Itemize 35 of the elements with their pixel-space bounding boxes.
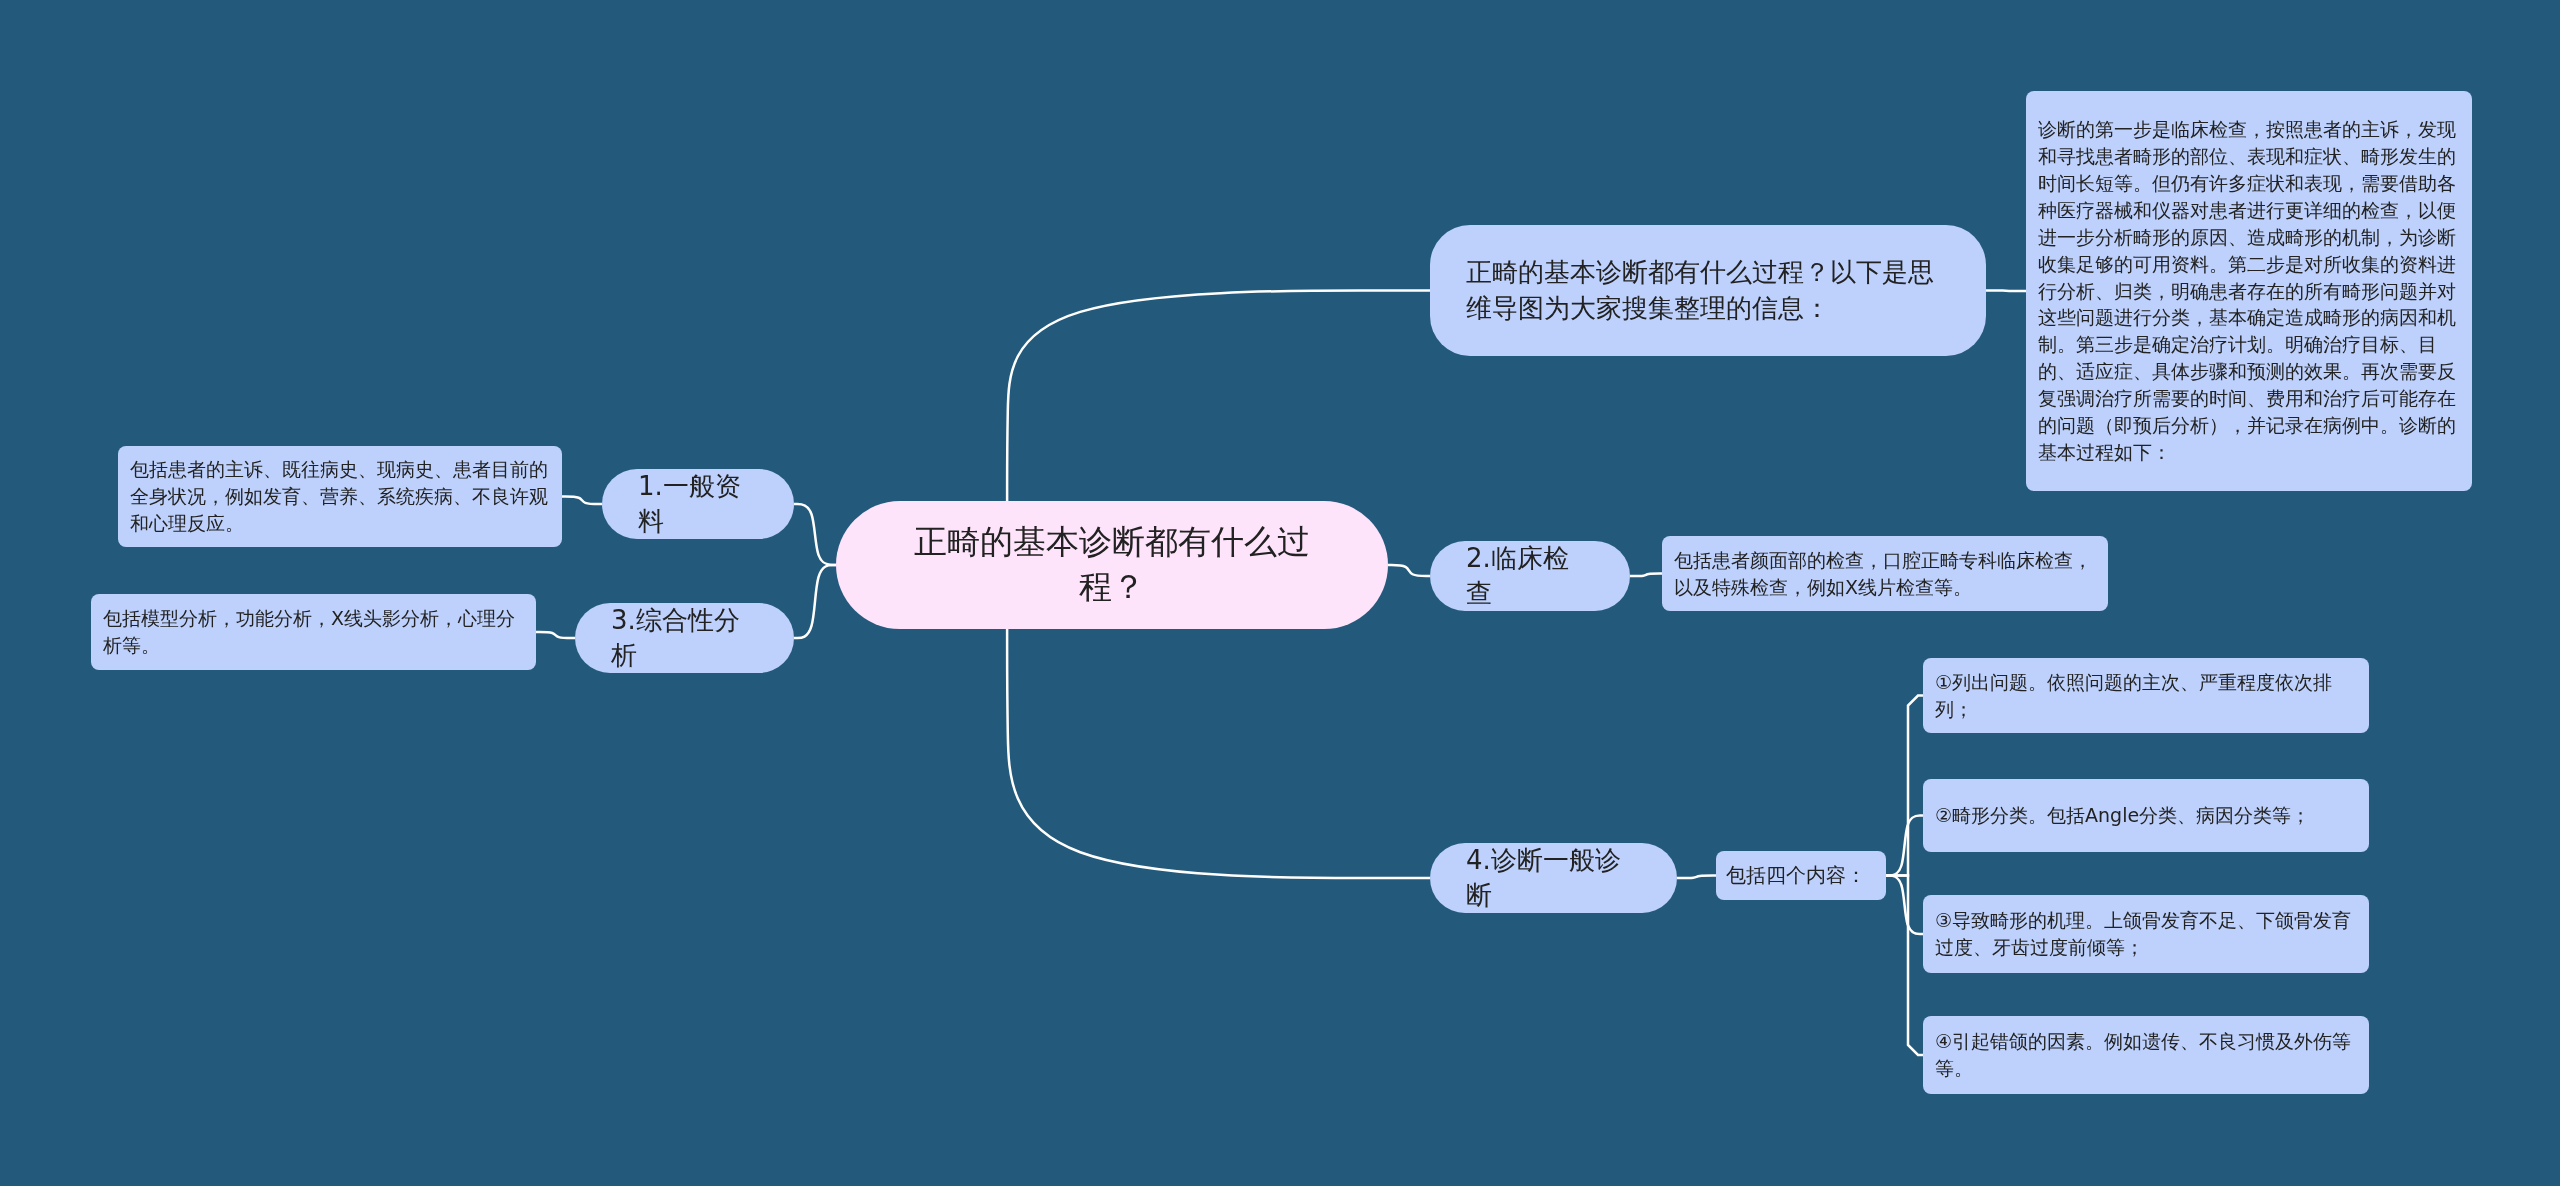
connector-line: [1005, 629, 1430, 880]
topic-text: 包括四个内容：: [1726, 862, 1866, 889]
topic-text: 4.诊断一般诊断: [1466, 844, 1622, 913]
topic-text: 3.综合性分析: [611, 604, 741, 673]
connector-line: [1986, 289, 2026, 293]
note-text: 包括患者的主诉、既往病史、现病史、患者目前的全身状况，例如发育、营养、系统疾病、不良许观和心理反应。: [130, 457, 549, 536]
note-text: ③导致畸形的机理。上颌骨发育不足、下颌骨发育过度、牙齿过度前倾等；: [1935, 908, 2353, 960]
topic-text: 正畸的基本诊断都有什么过程？以下是思维导图为大家搜集整理的信息：: [1466, 256, 1935, 325]
connector-line: [1630, 572, 1662, 578]
topic-text: 正畸的基本诊断都有什么过程？: [913, 521, 1311, 608]
connector-line: [536, 630, 575, 640]
connector-line: [562, 495, 602, 506]
note-card: [2026, 91, 2472, 491]
note-card: [1662, 536, 2108, 611]
note-text: ④引起错颌的因素。例如遗传、不良习惯及外伤等等。: [1935, 1029, 2353, 1081]
note-text: 包括模型分析，功能分析，X线头影分析，心理分析等。: [103, 606, 517, 658]
note-card: [1923, 658, 2369, 733]
note-card: [1923, 779, 2369, 852]
note-card: [1923, 895, 2369, 973]
topic-text: 2.临床检查: [1466, 542, 1570, 611]
connector-line: [1388, 563, 1430, 578]
connector-line: [1677, 874, 1716, 880]
branch-topic: [1430, 225, 1986, 356]
note-card: [1923, 1016, 2369, 1094]
topic-text: 1.一般资料: [638, 470, 742, 539]
connector-line: [794, 563, 836, 640]
connector-line: [1886, 874, 1923, 1057]
note-text: ②畸形分类。包括Angle分类、病因分类等；: [1935, 803, 2311, 828]
note-text: 诊断的第一步是临床检查，按照患者的主诉，发现和寻找患者畸形的部位、表现和症状、畸形发生的时间长短等。但仍有许多症状和表现，需要借助各种医疗器械和仪器对患者进行更详细的检查，以便进一步分析畸形的原因、造成畸形的机制，为诊断收集足够的可用资料。第二步是对所收集的资料进行分析、归类，明确患者存在的所有畸形问题并对这些问题进行分类，基本确定造成畸形的病因和机制。第三步是确定治疗计划。明确治疗目标、目的、适应症、具体步骤和预测的效果。再次需要反复强调治疗所需要的时间、费用和治疗后可能存在的问题（即预后分析），并记录在病例中。诊断的基本过程如下：: [2038, 116, 2457, 466]
connector-line: [1005, 289, 1430, 501]
subtopic-card: [1716, 851, 1886, 900]
note-card: [91, 594, 536, 670]
note-card: [118, 446, 562, 547]
note-text: 包括患者颜面部的检查，口腔正畸专科临床检查，以及特殊检查，例如X线片检查等。: [1674, 547, 2093, 600]
note-text: ①列出问题。依照问题的主次、严重程度依次排列；: [1935, 669, 2334, 722]
